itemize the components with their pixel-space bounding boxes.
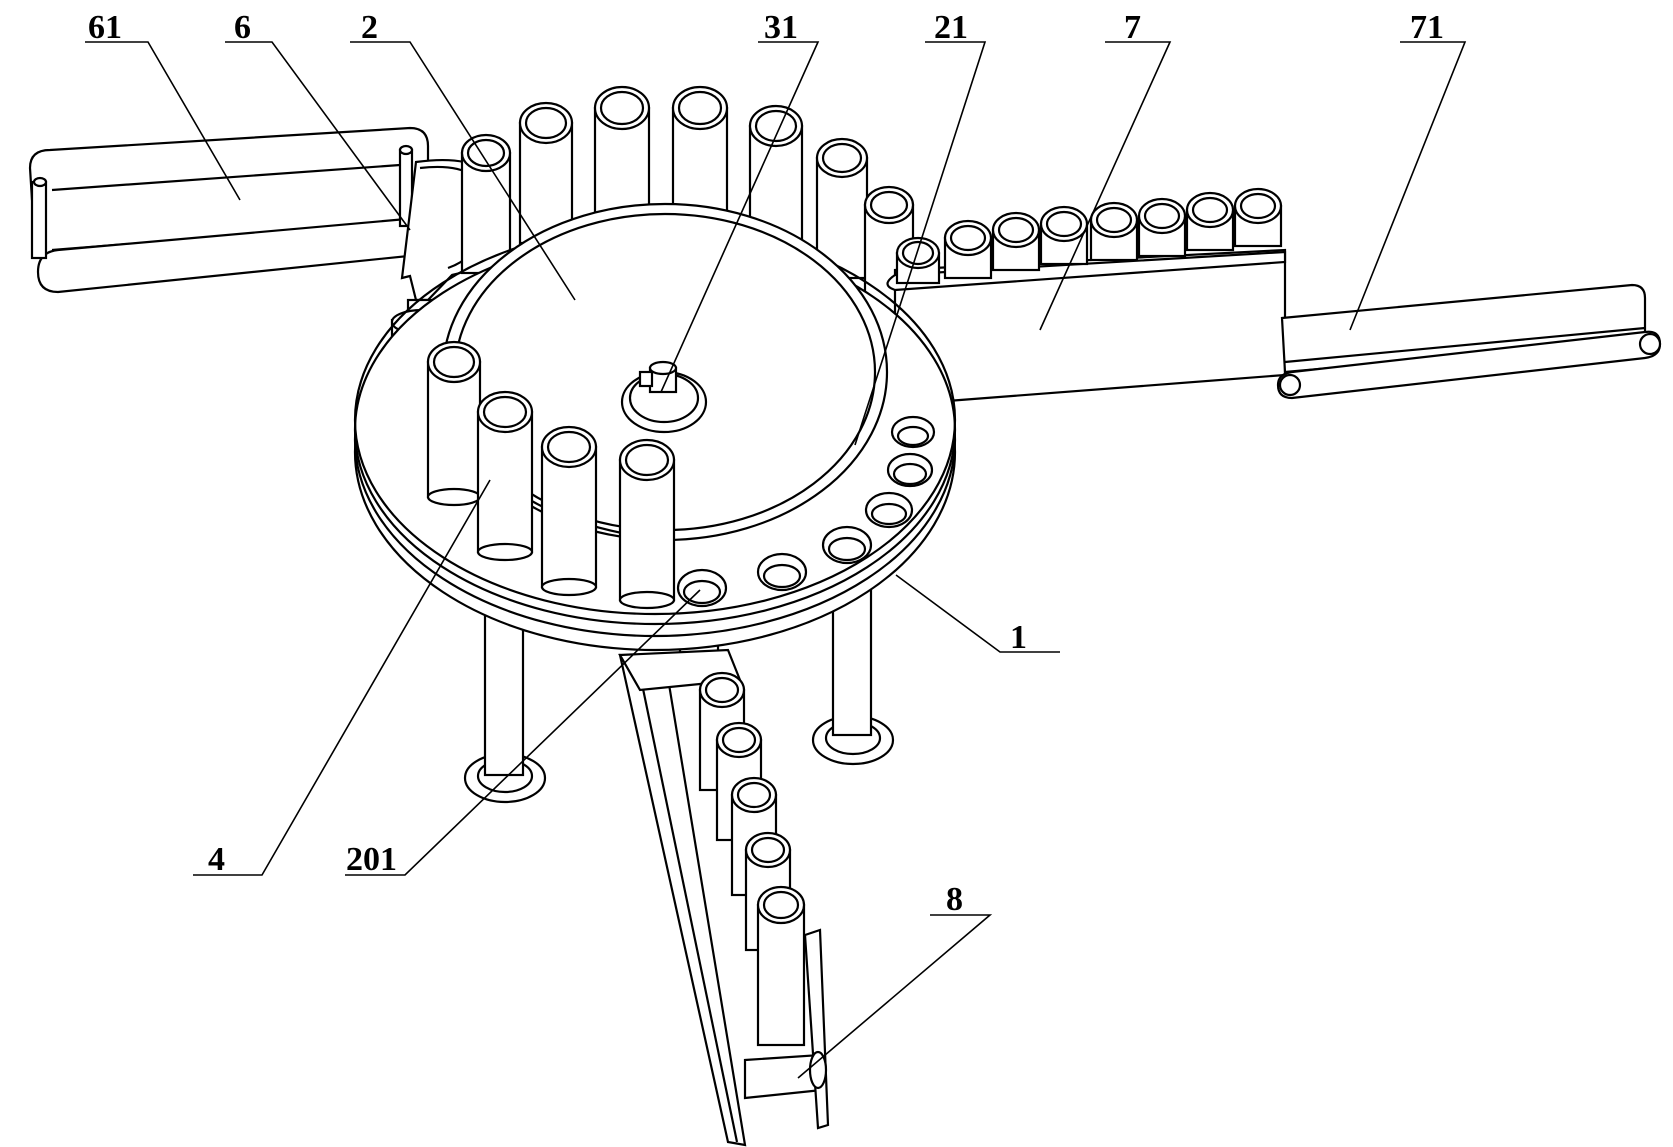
tube-front-2 [476, 390, 534, 562]
label-61: 61 [88, 9, 122, 46]
label-21: 21 [934, 9, 968, 46]
front-tubes-4 [426, 340, 676, 610]
output-conveyor-7 [886, 187, 1287, 407]
label-7: 7 [1124, 9, 1141, 46]
discharge-chute-8 [618, 648, 830, 1147]
label-31: 31 [764, 9, 798, 46]
takeaway-conveyor-71 [1276, 283, 1662, 400]
back-tubes [460, 85, 915, 327]
chute-tubes [698, 671, 806, 1047]
leader-lines [85, 41, 1467, 1079]
label-8: 8 [946, 881, 963, 918]
tube-back-1 [460, 133, 512, 275]
tube-back-3 [593, 85, 651, 220]
tube-front-1 [426, 340, 482, 507]
hub-31 [620, 360, 708, 434]
callout-labels: 61 6 2 31 21 7 71 1 4 201 8 [88, 9, 1444, 918]
conveyor-7-tubes [943, 187, 1283, 280]
label-71: 71 [1410, 9, 1444, 46]
label-1: 1 [1010, 619, 1027, 656]
tube-front-3 [540, 425, 598, 597]
feed-conveyor-61 [28, 126, 438, 294]
ring-holes-201 [676, 415, 936, 608]
tube-front-4 [618, 438, 676, 610]
label-4: 4 [208, 841, 225, 878]
label-6: 6 [234, 9, 251, 46]
label-2: 2 [361, 9, 378, 46]
tube-back-4 [671, 85, 729, 220]
label-201: 201 [346, 841, 397, 878]
